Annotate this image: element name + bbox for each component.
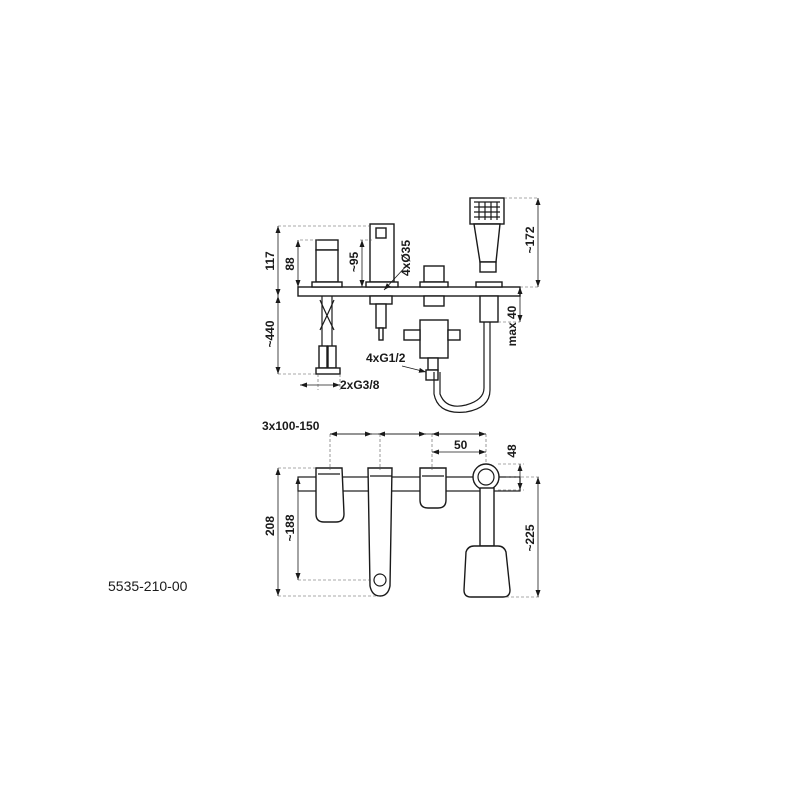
dim-max40: max 40: [505, 305, 519, 346]
hand-shower-top: [463, 463, 511, 598]
dim-88: 88: [283, 257, 297, 271]
top-dimensions: [275, 431, 541, 598]
side-view: 117 88 ~95 4xØ35 ~172 ~440 max 40 4xG1/2…: [263, 197, 541, 413]
dim-172: ~172: [523, 226, 537, 253]
dim-95: ~95: [347, 251, 361, 272]
dim-48: 48: [505, 444, 519, 458]
lever-handle-side: [311, 239, 343, 375]
spout-top: [367, 467, 393, 597]
diverter-top: [419, 467, 447, 509]
spout-side: [365, 223, 399, 341]
dim-117: 117: [263, 251, 277, 271]
dim-spacing: 3x100-150: [262, 419, 320, 433]
side-dimensions: [275, 197, 541, 390]
product-code: 5535-210-00: [108, 578, 188, 594]
dim-50: 50: [454, 438, 468, 452]
top-view: 3x100-150 50 48 208 ~188 ~225: [262, 419, 541, 598]
dim-440: ~440: [263, 320, 277, 347]
dim-188: ~188: [283, 514, 297, 541]
diverter-side: [403, 265, 461, 381]
dim-225: ~225: [523, 524, 537, 551]
lever-handle-top: [315, 467, 345, 523]
dim-4x35: 4xØ35: [399, 240, 413, 276]
deck-plate: [297, 286, 521, 297]
dim-2xg38: 2xG3/8: [340, 378, 380, 392]
hand-shower-side: [433, 197, 505, 413]
dim-208: 208: [263, 516, 277, 536]
dim-4xg12: 4xG1/2: [366, 351, 406, 365]
